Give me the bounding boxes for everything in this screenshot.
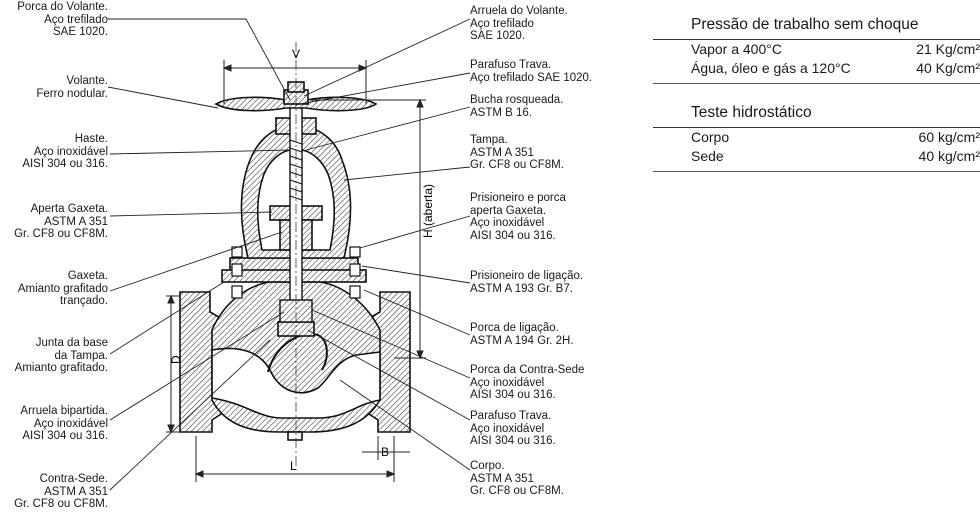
dim-d-label: D bbox=[169, 355, 183, 364]
pressure-table-rule bbox=[653, 39, 980, 40]
row-value: 21 Kg/cm² bbox=[916, 41, 980, 57]
dim-h-label: H (aberta) bbox=[421, 184, 435, 238]
row-value: 40 kg/cm² bbox=[918, 148, 980, 164]
label-bucha: Bucha rosqueada.ASTM B 16. bbox=[470, 94, 564, 119]
label-porca-ligacao: Porca de ligação.ASTM A 194 Gr. 2H. bbox=[470, 322, 574, 347]
dim-v-label: V bbox=[292, 47, 300, 61]
table-row: Água, óleo e gás a 120°C 40 Kg/cm² bbox=[653, 59, 980, 78]
pressure-table-bottom-rule bbox=[653, 83, 980, 84]
table-row: Corpo 60 kg/cm² bbox=[653, 128, 980, 147]
dimension-lines bbox=[166, 42, 426, 482]
row-value: 60 kg/cm² bbox=[918, 129, 980, 145]
row-label: Corpo bbox=[691, 129, 730, 145]
hydrostatic-table-title: Teste hidrostático bbox=[691, 104, 812, 121]
dim-b-label: B bbox=[381, 445, 389, 459]
bolts bbox=[231, 246, 361, 299]
pressure-table-title: Pressão de trabalho sem choque bbox=[691, 16, 919, 33]
hydrostatic-table-bottom-rule bbox=[653, 171, 980, 172]
table-row: Sede 40 kg/cm² bbox=[653, 147, 980, 166]
leader-lines bbox=[107, 18, 471, 491]
row-value: 40 Kg/cm² bbox=[916, 60, 980, 76]
label-volante: Volante.Ferro nodular. bbox=[36, 75, 108, 100]
label-prisioneiro-ligacao: Prisioneiro de ligação.ASTM A 193 Gr. B7… bbox=[470, 270, 584, 295]
row-label: Sede bbox=[691, 148, 724, 164]
pressure-table: Pressão de trabalho sem choque Vapor a 4… bbox=[653, 14, 980, 84]
table-row: Vapor a 400°C 21 Kg/cm² bbox=[653, 40, 980, 59]
row-label: Vapor a 400°C bbox=[691, 41, 782, 57]
row-label: Água, óleo e gás a 120°C bbox=[691, 60, 851, 76]
dim-l-label: L bbox=[290, 459, 297, 473]
hydrostatic-table-rule bbox=[653, 127, 980, 128]
hydrostatic-table: Teste hidrostático Corpo 60 kg/cm² Sede … bbox=[653, 102, 980, 172]
label-parafuso-trava-1: Parafuso Trava.Aço trefilado SAE 1020. bbox=[470, 59, 593, 84]
